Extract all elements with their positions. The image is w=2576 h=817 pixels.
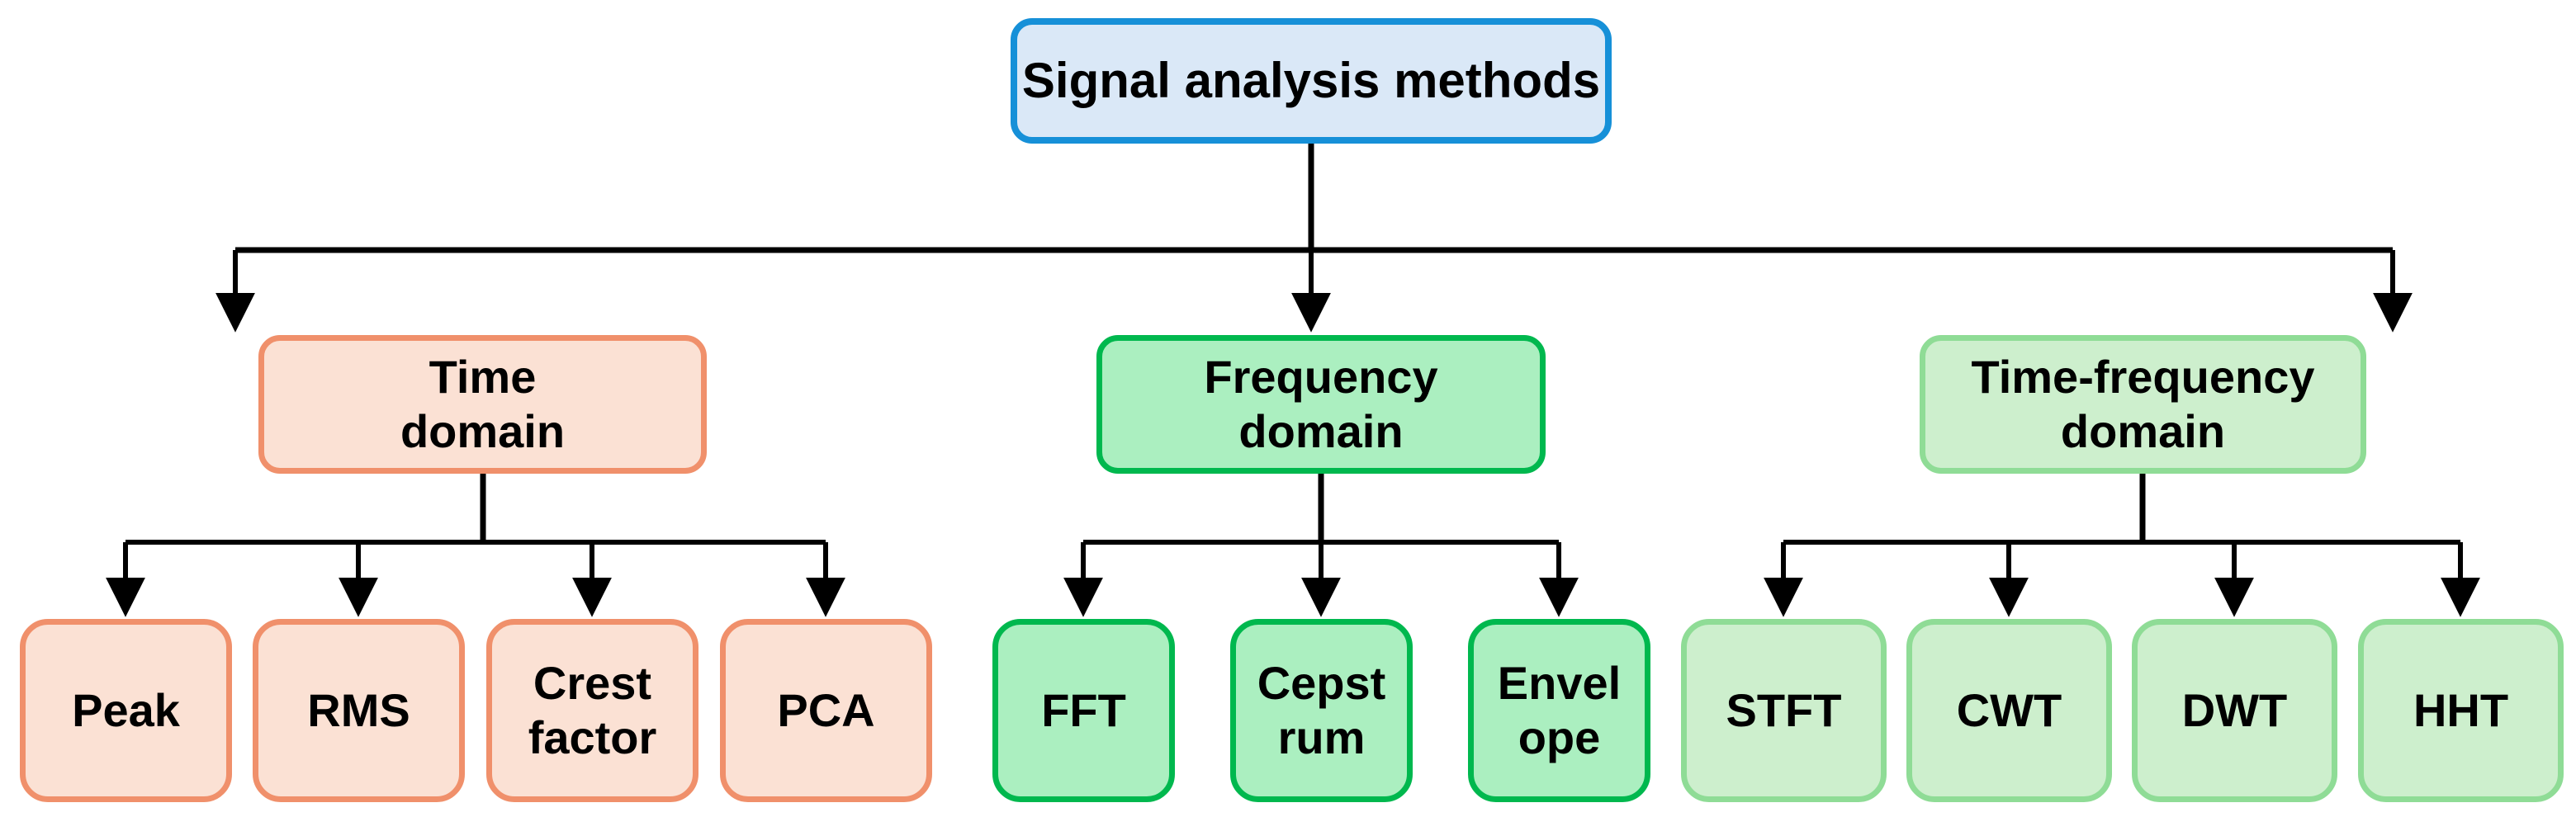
node-time-frequency-domain[interactable]: Time-frequency domain <box>1920 335 2366 474</box>
edge-frequency-domain-branch <box>1063 474 1579 617</box>
edge-time-frequency-domain-branch <box>1764 474 2480 617</box>
node-cwt[interactable]: CWT <box>1906 619 2112 802</box>
node-envelope[interactable]: Envel ope <box>1468 619 1650 802</box>
node-cepstrum[interactable]: Cepst rum <box>1230 619 1413 802</box>
node-signal-analysis-methods[interactable]: Signal analysis methods <box>1011 18 1612 144</box>
edge-time-domain-branch <box>106 474 845 617</box>
node-fft[interactable]: FFT <box>992 619 1175 802</box>
node-frequency-domain[interactable]: Frequency domain <box>1096 335 1546 474</box>
node-pca[interactable]: PCA <box>720 619 932 802</box>
node-dwt[interactable]: DWT <box>2132 619 2337 802</box>
node-crest-factor[interactable]: Crest factor <box>486 619 698 802</box>
node-stft[interactable]: STFT <box>1681 619 1887 802</box>
node-rms[interactable]: RMS <box>253 619 465 802</box>
node-time-domain[interactable]: Time domain <box>258 335 707 474</box>
edge-root-to-bus <box>235 144 2393 253</box>
node-peak[interactable]: Peak <box>20 619 232 802</box>
node-hht[interactable]: HHT <box>2358 619 2564 802</box>
